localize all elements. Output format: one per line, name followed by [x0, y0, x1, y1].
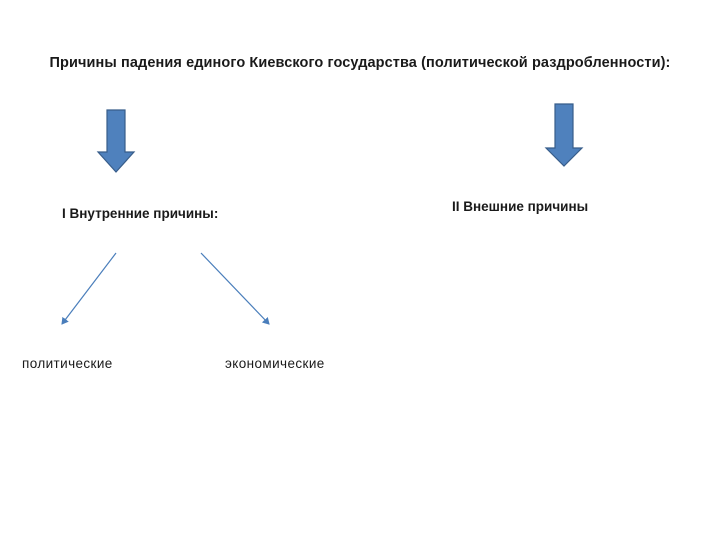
- diagram-title: Причины падения единого Киевского госуда…: [49, 55, 671, 71]
- down-block-arrow-icon-left: [96, 109, 136, 173]
- internal-causes-label: I Внутренние причины:: [62, 206, 219, 221]
- down-block-arrow-icon-right: [544, 103, 584, 167]
- diagonal-arrow-icon-political: [61, 252, 117, 325]
- external-causes-label: II Внешние причины: [452, 199, 589, 214]
- political-causes-label: политические: [22, 356, 113, 371]
- economic-causes-label: экономические: [225, 356, 325, 371]
- diagonal-arrow-icon-economic: [200, 252, 270, 325]
